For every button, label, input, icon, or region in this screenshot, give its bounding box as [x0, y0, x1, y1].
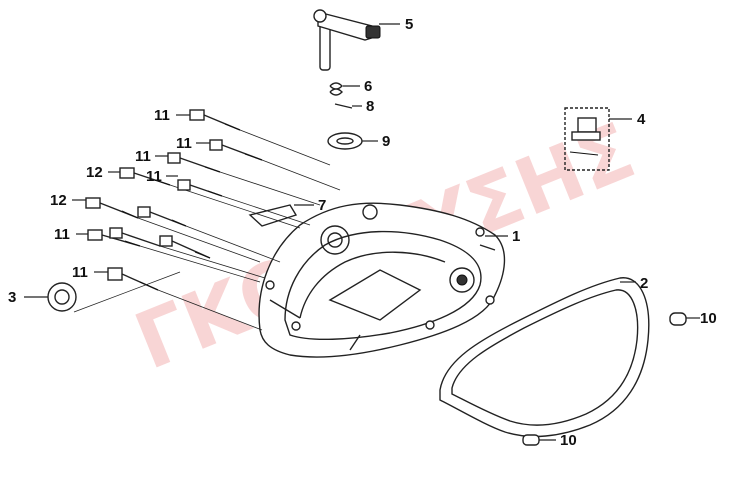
callout-2: 2 [640, 275, 648, 292]
part-2-gasket-inner [451, 289, 639, 426]
part-10-dowel-bottom [522, 434, 540, 446]
part-5-arm [313, 9, 381, 71]
callout-10-bottom: 10 [560, 432, 577, 449]
callout-1: 1 [512, 228, 520, 245]
callout-9: 9 [382, 133, 390, 150]
callout-8: 8 [366, 98, 374, 115]
callout-11-a: 11 [154, 107, 170, 124]
callout-11-c: 11 [135, 148, 151, 165]
part-8-pin [334, 103, 353, 109]
callout-12-a: 12 [86, 164, 103, 181]
bolt-row-6 [85, 197, 261, 263]
part-6-spring [329, 82, 343, 96]
bolt-row-1 [189, 109, 331, 166]
callout-3: 3 [8, 289, 16, 306]
bolt-row-11 [73, 267, 263, 331]
callout-12-b: 12 [50, 192, 67, 209]
part-9-washer [327, 132, 363, 150]
bolt-row-3 [167, 152, 321, 206]
bolt-row-5 [177, 179, 311, 226]
bolt-row-10 [159, 235, 211, 259]
part-3-oil-seal [47, 282, 77, 312]
bolt-row-9 [109, 227, 266, 279]
bolt-row-8 [87, 229, 261, 283]
callout-11-b: 11 [176, 135, 192, 152]
callout-7: 7 [318, 197, 326, 214]
bolt-row-2 [209, 139, 341, 191]
callout-5: 5 [405, 16, 413, 33]
bolt-row-7 [137, 206, 281, 263]
callout-4: 4 [637, 111, 646, 128]
callout-10-right: 10 [700, 310, 717, 327]
callout-6: 6 [364, 78, 372, 95]
callouts: 1 2 3 4 5 6 7 8 9 10 10 11 11 11 11 11 1… [8, 16, 717, 449]
callout-11-d: 11 [146, 168, 162, 185]
callout-11-f: 11 [72, 264, 88, 281]
bolt-row-4 [119, 167, 301, 229]
leader-lines [24, 23, 700, 441]
part-4-plug [564, 107, 610, 171]
part-7-bracket [248, 204, 298, 227]
part-1-clutch-cover [258, 202, 506, 358]
part-2-gasket [439, 277, 650, 438]
bolts-group [73, 109, 341, 331]
callout-11-e: 11 [54, 226, 70, 243]
part-10-dowel-right [669, 312, 687, 326]
